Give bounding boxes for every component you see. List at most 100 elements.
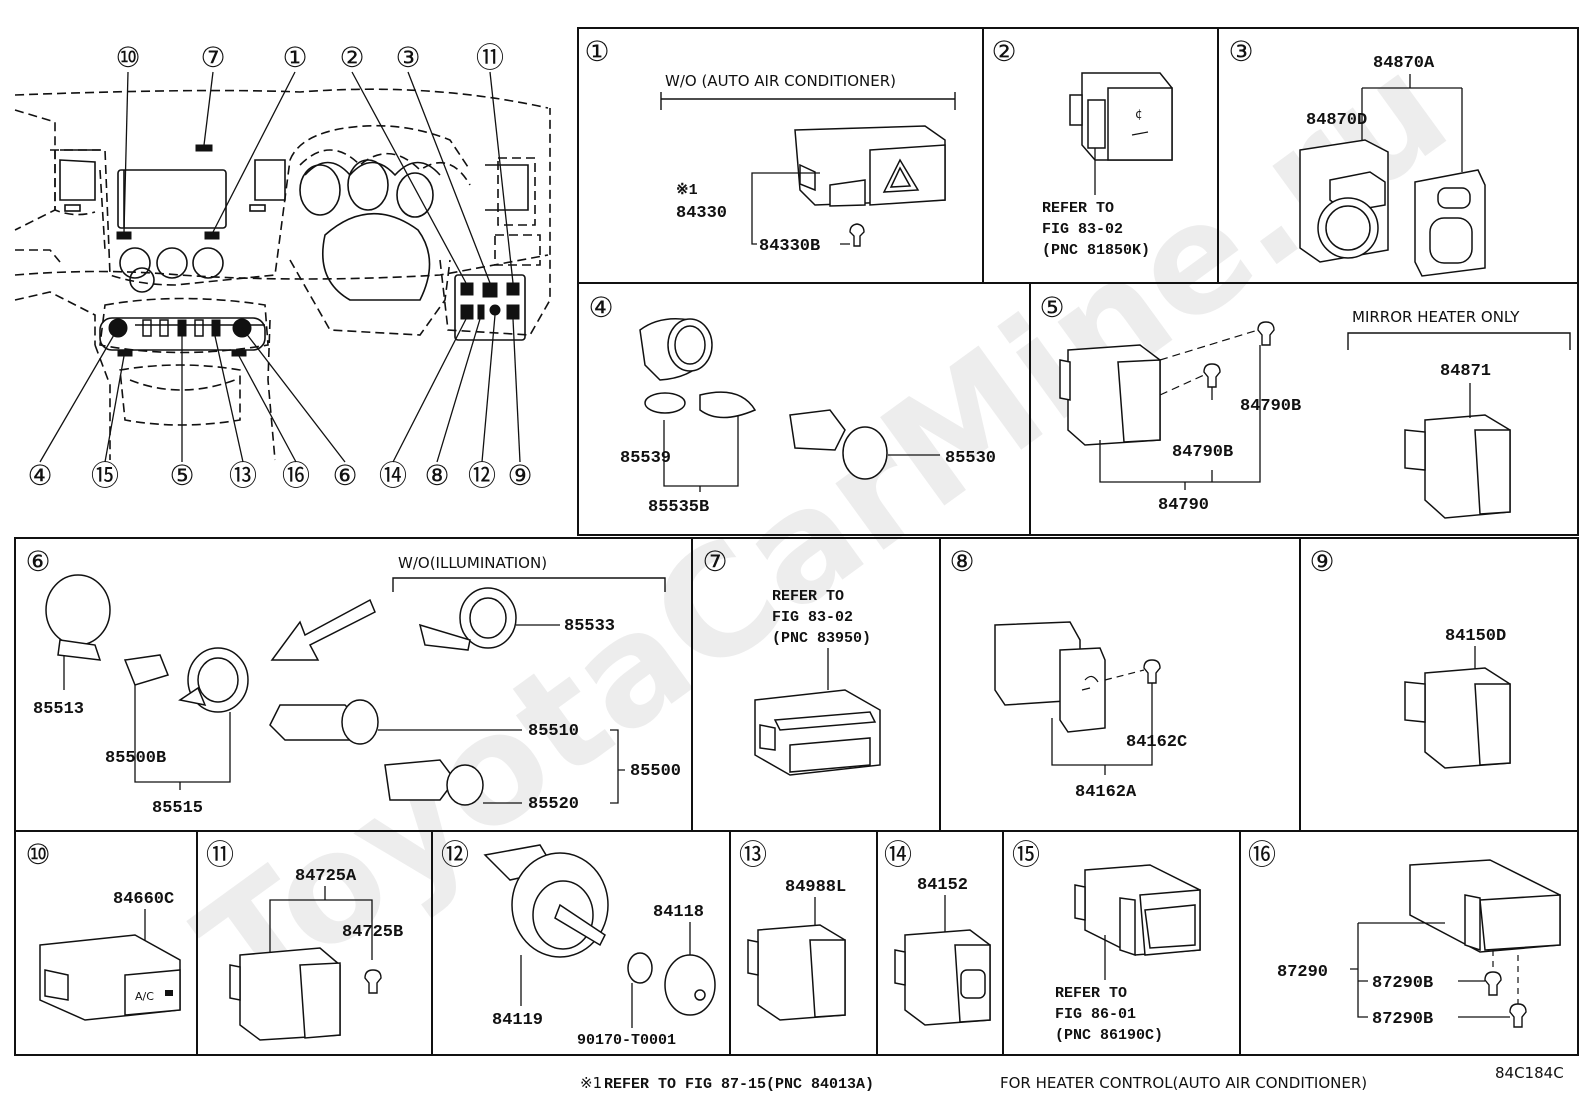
ac-icon-label: A/C [135,990,154,1003]
part-85513: 85513 [33,700,84,719]
panel-6-tag: ⑥ [25,545,50,578]
panel-7-refer-line-3: (PNC 83950) [772,630,871,647]
overview-callout-bottom-3: ⑬ [229,459,257,492]
overview-callout-top-3-number: ② [339,41,364,74]
overview-callout-bottom-7-number: ⑧ [424,459,449,492]
overview-callout-bottom-2-number: ⑤ [169,459,194,492]
panel-8: 84162C 84162A [994,621,1187,802]
overview-callout-top-4: ③ [395,41,420,74]
panel-4-tag: ④ [588,291,613,324]
panel-5-tag: ⑤ [1039,291,1064,324]
part-84152: 84152 [917,876,968,895]
panel-2-tag: ② [991,35,1016,68]
overview-callout-bottom-9-number: ⑨ [507,459,532,492]
part-85515: 85515 [152,799,203,818]
panel-14: 84152 [894,876,991,1026]
panel-16-tag: ⑯ [1248,838,1276,871]
overview-callout-top-2: ① [282,41,307,74]
overview-callout-bottom-4: ⑯ [282,459,310,492]
panel-frames [14,27,1579,1056]
part-84725A: 84725A [295,867,357,886]
overview-callout-top-2-number: ① [282,41,307,74]
overview-callout-bottom-8: ⑫ [468,459,496,492]
part-84870A: 84870A [1373,54,1435,73]
panel-2-refer-line-2: FIG 83-02 [1042,221,1123,238]
diagram-code: 84C184C [1495,1064,1564,1082]
part-84660C: 84660C [113,890,174,909]
panel-7-refer-line-2: FIG 83-02 [772,609,853,626]
part-87290: 87290 [1277,963,1328,982]
part-84790B-a: 84790B [1240,397,1301,416]
panel-1: W/O (AUTO AIR CONDITIONER) ※1 84330 8433… [660,72,956,256]
overview-callout-top-1: ⑦ [200,41,225,74]
svg-text:¢: ¢ [1135,107,1143,121]
overview-callout-bottom-4-number: ⑯ [282,459,310,492]
part-87290B-b: 87290B [1372,1010,1433,1029]
overview-callout-bottom-1-number: ⑮ [91,459,119,492]
part-85533: 85533 [564,617,615,636]
part-84118: 84118 [653,903,704,922]
panel-3: 84870A 84870D [1299,54,1486,277]
panel-15: REFER TO FIG 86-01 (PNC 86190C) [1055,864,1201,1044]
overview-callout-bottom-5: ⑥ [332,459,357,492]
panel-12: 84118 84119 90170-T0001 [483,844,716,1049]
part-87290B-a: 87290B [1372,974,1433,993]
part-90170-T0001: 90170-T0001 [577,1032,676,1049]
overview-callout-bottom-7: ⑧ [424,459,449,492]
part-84162C: 84162C [1126,733,1187,752]
part-84330: 84330 [676,204,727,223]
part-84119: 84119 [492,1011,543,1030]
panel-6: W/O(ILLUMINATION) 85533 85513 85500B 855… [33,554,681,818]
part-84150D: 84150D [1445,627,1506,646]
part-85539: 85539 [620,449,671,468]
panel-3-tag: ③ [1228,35,1253,68]
panel-8-tag: ⑧ [949,545,974,578]
panel-9: 84150D [1404,627,1511,769]
panel-12-tag: ⑫ [441,838,469,871]
panel-10: 84660C A/C [39,890,181,1021]
panel-2-refer-line-3: (PNC 81850K) [1042,242,1150,259]
panel-5-caption: MIRROR HEATER ONLY [1352,308,1520,326]
overview-callout-bottom-8-number: ⑫ [468,459,496,492]
overview-callout-bottom-1: ⑮ [91,459,119,492]
panel-11-tag: ⑪ [206,838,234,871]
panel-15-tag: ⑮ [1012,838,1040,871]
overview-callout-top-4-number: ③ [395,41,420,74]
overview-callout-bottom-6-number: ⑭ [379,459,407,492]
panel-7-refer-line-1: REFER TO [772,588,844,605]
panel-10-tag: ⑩ [25,838,50,871]
panel-2: ¢ REFER TO FIG 83-02 (PNC 81850K) [1042,72,1173,259]
overview-callout-bottom-6: ⑭ [379,459,407,492]
panel-1-tag: ① [584,35,609,68]
panel-14-tag: ⑭ [884,838,912,871]
panel-7: REFER TO FIG 83-02 (PNC 83950) [754,588,881,776]
panel-15-refer-line-2: FIG 86-01 [1055,1006,1136,1023]
overview-callout-top-3: ② [339,41,364,74]
part-85535B: 85535B [648,498,709,517]
part-84988L: 84988L [785,878,846,897]
panel-2-refer-line-1: REFER TO [1042,200,1114,217]
overview-callout-bottom-0: ④ [27,459,52,492]
overview-callout-bottom-2: ⑤ [169,459,194,492]
overview-callout-bottom-0-number: ④ [27,459,52,492]
panel-5: MIRROR HEATER ONLY 84790B 84790B 84790 8… [1059,308,1571,519]
overview-callout-top-0: ⑩ [115,41,140,74]
part-85520: 85520 [528,795,579,814]
panel-4: 85539 85530 85535B [620,318,996,517]
part-85530: 85530 [945,449,996,468]
overview-callout-top-1-number: ⑦ [200,41,225,74]
panel-11: 84725A 84725B [229,867,403,1041]
part-84870D: 84870D [1306,111,1367,130]
footnote-mark: ※1 [580,1074,602,1092]
panel-15-refer-line-1: REFER TO [1055,985,1127,1002]
part-84162A: 84162A [1075,783,1137,802]
panel-1-caption: W/O (AUTO AIR CONDITIONER) [665,72,896,90]
part-85500: 85500 [630,762,681,781]
overview-callout-top-0-number: ⑩ [115,41,140,74]
footnote-text: FOR HEATER CONTROL(AUTO AIR CONDITIONER) [1000,1074,1367,1092]
part-84790: 84790 [1158,496,1209,515]
